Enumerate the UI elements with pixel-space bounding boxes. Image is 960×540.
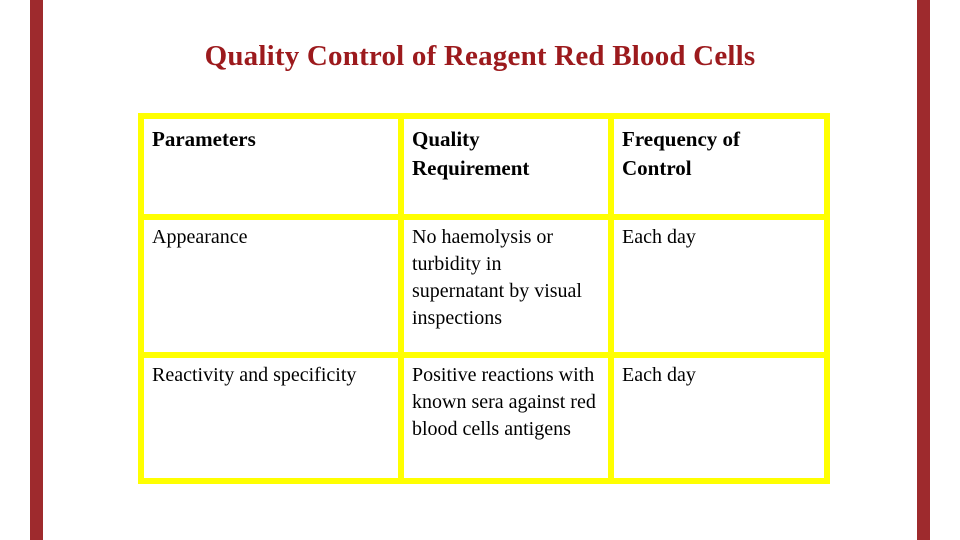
header-cell-parameters: Parameters: [138, 113, 404, 220]
header-cell-quality-requirement: Quality Requirement: [398, 113, 614, 220]
cell-parameter-appearance: Appearance: [138, 214, 404, 358]
cell-frequency-reactivity: Each day: [608, 352, 830, 484]
table-header-row: Parameters Quality Requirement Frequency…: [138, 113, 830, 220]
right-accent-bar: [917, 0, 930, 540]
slide-title: Quality Control of Reagent Red Blood Cel…: [204, 40, 756, 72]
cell-requirement-reactivity: Positive reactions with known sera again…: [398, 352, 614, 484]
quality-control-table: Parameters Quality Requirement Frequency…: [138, 113, 830, 484]
header-cell-frequency-of-control: Frequency of Control: [608, 113, 830, 220]
cell-frequency-appearance: Each day: [608, 214, 830, 358]
cell-parameter-reactivity: Reactivity and specificity: [138, 352, 404, 484]
cell-requirement-appearance: No haemolysis or turbidity in supernatan…: [398, 214, 614, 358]
table-row-appearance: Appearance No haemolysis or turbidity in…: [138, 214, 830, 358]
left-accent-bar: [30, 0, 43, 540]
table-row-reactivity: Reactivity and specificity Positive reac…: [138, 352, 830, 484]
